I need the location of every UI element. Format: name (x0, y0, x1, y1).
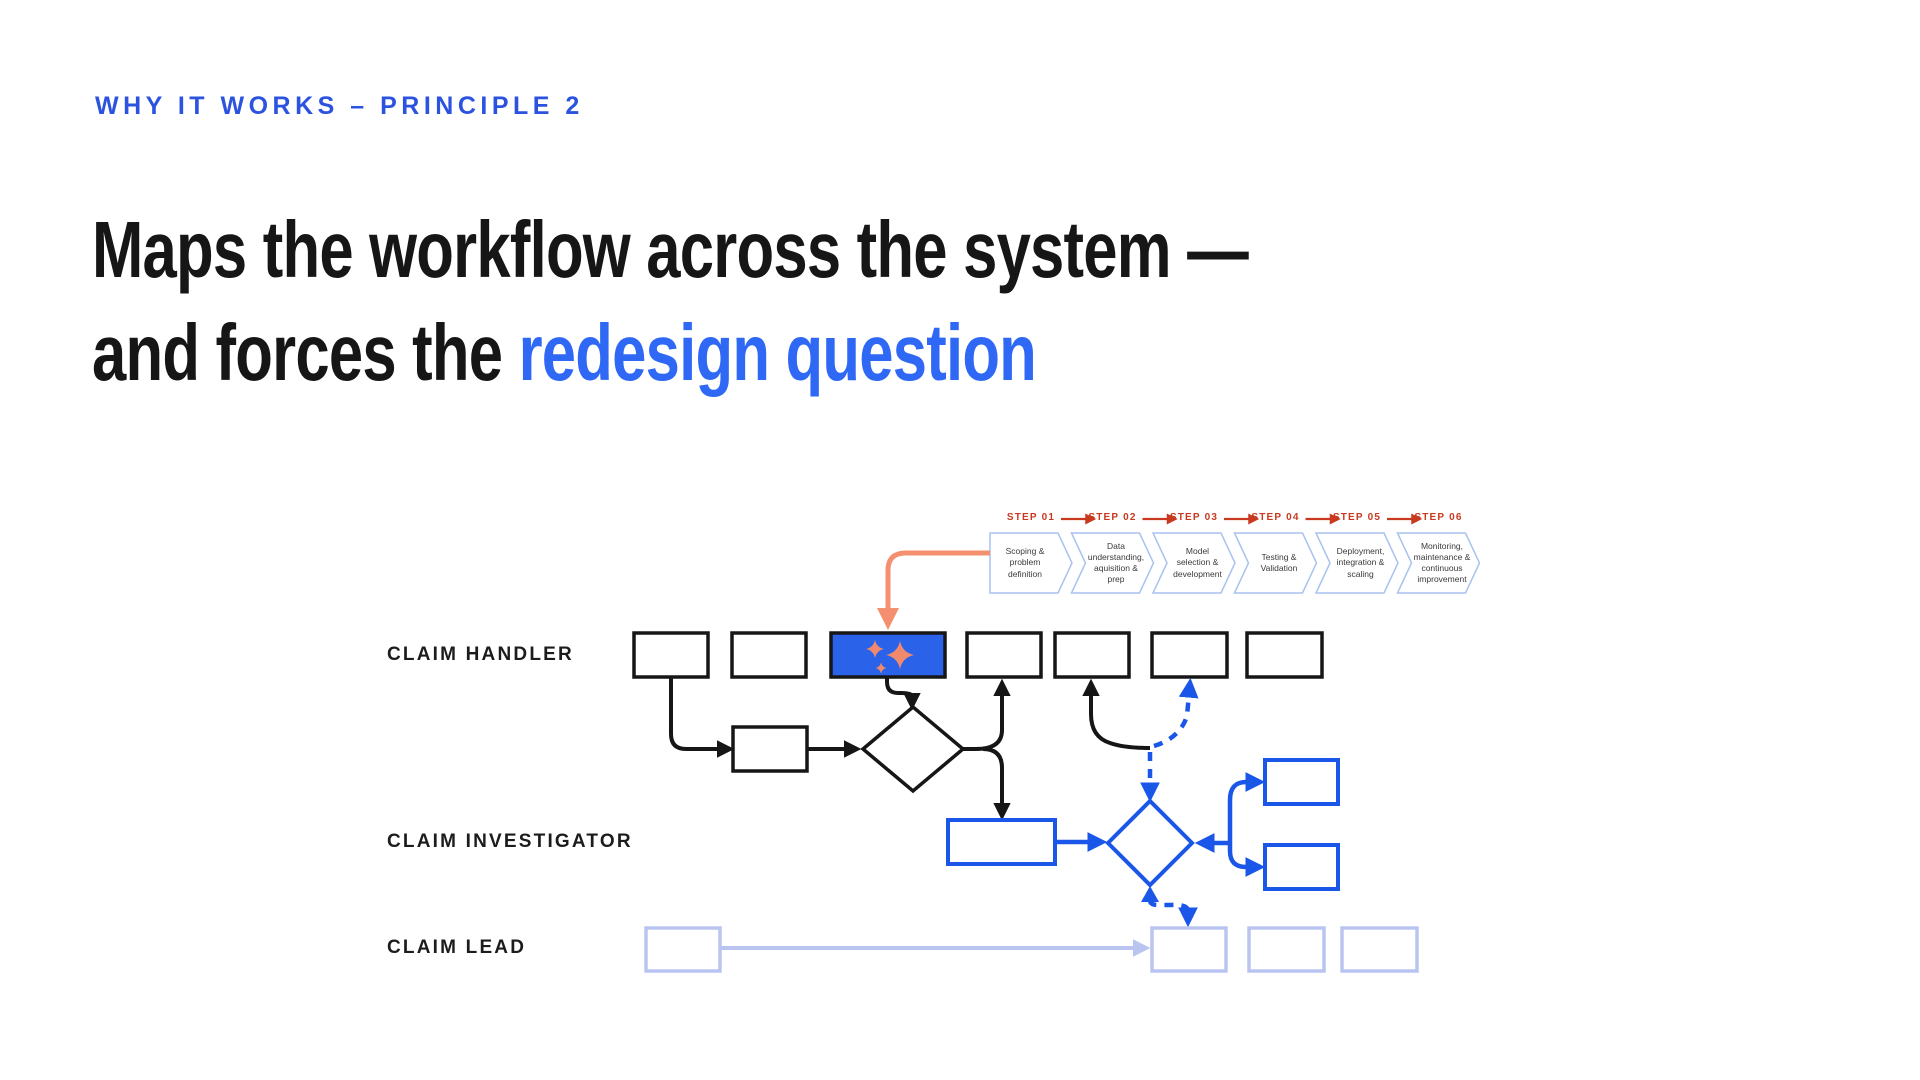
step-label-1: STEP 01 (1006, 512, 1056, 523)
handler-box-6 (1150, 631, 1229, 679)
outcome-box-top (1263, 758, 1340, 806)
handler-box-5 (1053, 631, 1131, 679)
chevron-step-5 (1314, 532, 1399, 594)
chevron-step-2 (1070, 532, 1155, 594)
sparkles-icon (866, 640, 914, 674)
lead-box-2 (1150, 926, 1228, 973)
connector-fork-to-investigator (982, 747, 1011, 821)
lead-box-4 (1340, 926, 1419, 973)
stage-text-6: Monitoring, maintenance & continuous imp… (1413, 540, 1471, 585)
chevron-step-3 (1151, 532, 1236, 594)
connector-orange-highlight (877, 550, 990, 630)
stage-text-1: Scoping & problem definition (1005, 546, 1045, 579)
step-label-6: STEP 06 (1414, 512, 1463, 523)
step-label-3: STEP 03 (1169, 512, 1219, 523)
lane-label-claim-investigator: CLAIM INVESTIGATOR (387, 831, 633, 852)
small-task-box (731, 725, 809, 773)
connector-dashed-diamond2-to-lead (1147, 899, 1198, 928)
chevron-step-1 (989, 532, 1073, 594)
lead-box-3 (1247, 926, 1326, 973)
eyebrow-label: WHY IT WORKS – PRINCIPLE 2 (95, 92, 584, 120)
investigator-box (946, 818, 1057, 866)
connector-fork-to-outcome-bottom (1227, 843, 1266, 877)
connector-diamond-to-h4 (963, 678, 1011, 751)
stage-text-2: Data understanding, aquisition & prep (1087, 540, 1145, 585)
title-line-1: Maps the workflow across the system — (92, 205, 1249, 294)
lead-box-1 (644, 926, 722, 973)
handler-box-7 (1245, 631, 1324, 679)
connector-ai-to-diamond (885, 677, 921, 711)
stage-text-4: Testing & Validation (1260, 551, 1298, 573)
decision-diamond-investigator (1105, 798, 1195, 888)
handler-box-4 (965, 631, 1043, 679)
connector-fork-to-outcome-top (1227, 772, 1266, 843)
stage-text-5: Deployment, integration & scaling (1336, 546, 1385, 579)
connector-junction-to-h5 (1082, 678, 1151, 750)
lane-label-claim-lead: CLAIM LEAD (387, 937, 527, 958)
chevron-step-4 (1233, 532, 1318, 594)
step-label-4: STEP 04 (1251, 512, 1300, 523)
title-line-2-highlight: redesign question (518, 308, 1037, 397)
stage-text-3: Model selection & development (1173, 546, 1222, 579)
chevron-step-6 (1396, 532, 1481, 594)
title-line-2-plain: and forces the (92, 308, 519, 397)
connector-h1-to-task (669, 677, 735, 758)
decision-diamond-handler (860, 704, 966, 794)
step-label-5: STEP 05 (1332, 512, 1382, 523)
slide-title: Maps the workflow across the system — an… (92, 198, 1249, 404)
handler-box-1 (632, 631, 710, 679)
arrowhead-into-diamond2-bottom (1141, 886, 1159, 902)
connector-dashed-to-h6 (1153, 677, 1199, 749)
title-line-2: and forces the redesign question (92, 301, 1248, 404)
outcome-box-bottom (1263, 843, 1340, 891)
handler-box-2 (730, 631, 808, 679)
step-label-2: STEP 02 (1088, 512, 1137, 523)
lane-label-claim-handler: CLAIM HANDLER (387, 644, 574, 665)
